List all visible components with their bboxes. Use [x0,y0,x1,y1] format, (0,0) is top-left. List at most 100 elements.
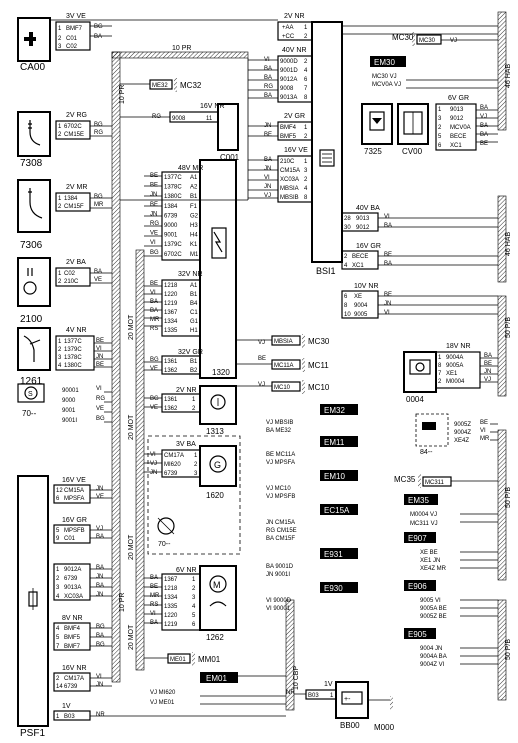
svg-text:2: 2 [58,204,62,210]
svg-text:VJ: VJ [450,38,457,44]
wire-color: VJ [480,114,487,120]
splice-line: VI 9000D [266,598,292,604]
svg-text:EM01: EM01 [206,674,227,683]
pin-signal: 9001D [280,68,298,74]
svg-text:BE: BE [480,420,488,426]
pin-number: 6 [304,77,308,83]
svg-text:M0004 VJ: M0004 VJ [410,512,437,518]
speed-sensor-icon: G [209,455,227,473]
svg-text:MM01: MM01 [198,655,221,664]
svg-text:2: 2 [344,254,348,260]
svg-text:VI: VI [150,452,156,458]
svg-text:C01: C01 [66,36,78,42]
svg-text:BA: BA [96,565,104,571]
splice-id: E930 [324,584,343,593]
pin-number: 2 [438,125,442,131]
wire-color: BE [484,361,492,367]
pin-signal: XE1 [446,371,458,377]
svg-text:RG: RG [94,130,103,136]
svg-text:50 P/B: 50 P/B [505,487,512,508]
svg-text:CV00: CV00 [402,147,423,156]
svg-text:1362: 1362 [164,406,178,412]
splice-line: VI 90001 [266,606,291,612]
svg-text:5: 5 [56,528,60,534]
svg-text:BMF4: BMF4 [64,626,81,632]
pin-signal: XC03A [280,177,299,183]
pin-signal: 9000D [280,59,298,65]
svg-text:BA: BA [96,534,104,540]
svg-text:MCV0A VJ: MCV0A VJ [372,82,401,88]
svg-text:6739: 6739 [64,684,78,690]
wire-color: BE [480,141,488,147]
svg-text:1378C: 1378C [64,355,82,361]
ecu-icon [211,227,227,259]
svg-text:BG: BG [150,396,159,402]
ground-mm01: ME01 MM01 [167,652,221,666]
svg-text:S: S [28,391,33,398]
svg-text:20 MOT: 20 MOT [128,624,135,650]
svg-text:JN: JN [96,592,103,598]
svg-text:1V: 1V [62,703,71,710]
svg-text:CM17A: CM17A [64,676,84,682]
svg-text:2: 2 [56,676,60,682]
svg-text:BG: BG [96,416,105,422]
svg-text:BG: BG [96,624,105,630]
wire-color: BG [150,357,159,363]
svg-text:JN: JN [96,486,103,492]
svg-text:4: 4 [344,263,348,269]
svg-text:BE: BE [384,252,392,258]
svg-text:CM15F: CM15F [64,204,84,210]
splice-label-box [320,504,358,515]
svg-text:12: 12 [56,488,63,494]
svg-text:9004Z VI: 9004Z VI [420,662,445,668]
svg-text:3V BA: 3V BA [176,441,196,448]
svg-text:32V NR: 32V NR [178,271,203,278]
svg-text:VJ: VJ [150,461,157,467]
pin-signal: 9008 [280,86,294,92]
svg-text:MC30: MC30 [419,38,436,44]
svg-text:6V GR: 6V GR [448,95,469,102]
brake-icon [28,188,43,219]
pin-signal: 9013 [450,107,464,113]
pin-signal: XC1 [450,143,462,149]
svg-text:84--: 84-- [420,449,433,456]
svg-text:1: 1 [58,26,62,32]
svg-text:9004A BA: 9004A BA [420,654,447,660]
pin-number: B1 [190,292,198,298]
svg-text:ME32: ME32 [152,83,168,89]
svg-text:1320: 1320 [212,368,230,377]
svg-text:BE: BE [96,338,104,344]
svg-text:EM35: EM35 [408,496,429,505]
pin-number: 2 [304,177,308,183]
svg-text:3: 3 [58,355,62,361]
cruise-switch-icon: S [24,386,38,400]
svg-text:6739: 6739 [64,576,78,582]
pin-signal: 1367 [164,310,178,316]
pin-signal: 1361 [164,359,178,365]
wires [49,19,498,717]
svg-text:E905: E905 [408,630,427,639]
splice-line: BA ME32 [266,428,292,434]
svg-text:9005A BE: 9005A BE [420,606,447,612]
pin-signal: MBSIB [280,195,299,201]
wire-color: VI [150,240,156,246]
harness-bus-cbp: 10 CBP [285,599,300,711]
wire-color: BA [150,308,158,314]
svg-text:RG: RG [96,396,105,402]
pin-number: A1 [190,283,198,289]
svg-text:70--: 70-- [22,409,37,418]
svg-text:9008: 9008 [172,116,186,122]
svg-text:32V GR: 32V GR [178,349,203,356]
pin-number: K1 [190,242,198,248]
svg-text:1: 1 [56,714,60,720]
svg-text:1313: 1313 [206,427,224,436]
svg-text:XE4Z: XE4Z [454,438,469,444]
svg-text:6702C: 6702C [64,124,82,130]
svg-text:C001: C001 [220,153,240,162]
svg-text:28: 28 [344,216,351,222]
